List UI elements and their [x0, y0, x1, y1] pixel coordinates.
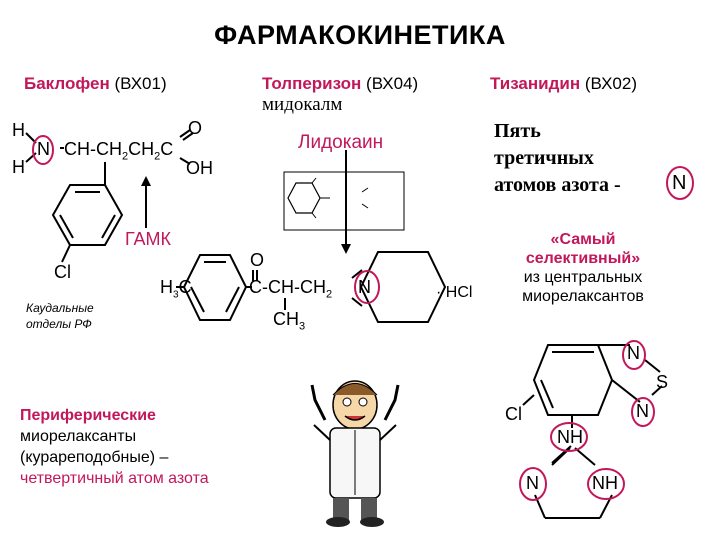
baclofen-name: Баклофен — [24, 74, 110, 93]
baclofen-o: O — [188, 118, 203, 138]
selective-note: «Самый селективный» из центральных миоре… — [522, 231, 644, 305]
header-tizanidine: Тизанидин (ВХ02) — [490, 74, 637, 94]
tizanidine-bond-s1 — [644, 359, 661, 373]
tizanidine-bond-s2 — [651, 385, 663, 396]
tizanidine-nh2-circle — [587, 468, 625, 500]
scientist-cartoon — [310, 380, 400, 527]
baclofen-bond-co2 — [182, 132, 194, 141]
tolperisone-chain: C-CH-CH2 — [249, 277, 333, 301]
piperidine-n-bond-down — [351, 297, 363, 307]
five-tertiary-n: N — [672, 172, 687, 194]
header-baclofen: Баклофен (ВХ01) — [24, 74, 167, 94]
tolperisone-n-circle — [354, 270, 380, 304]
lidocaine-arrow-head — [341, 244, 351, 254]
tizanidine-name: Тизанидин — [490, 74, 581, 93]
baclofen-bond-coh — [179, 157, 191, 165]
baclofen-n: N — [37, 139, 50, 159]
tolperisone-ring-db2 — [190, 286, 205, 313]
tizanidine-nh1: NH — [557, 427, 583, 447]
baclofen-chain: CH-CH2CH2C — [64, 139, 174, 163]
tizanidine-n1-circle — [622, 340, 646, 370]
tolperisone-h3c: H3C — [160, 277, 192, 301]
tolperisone-alias: мидокалм — [262, 94, 343, 115]
baclofen-ring-db3 — [101, 214, 116, 239]
tizanidine-s: S — [656, 372, 669, 392]
tizanidine-n2: N — [636, 401, 649, 421]
tizanidine-n3: N — [526, 473, 539, 493]
baclofen-h1: H — [12, 120, 25, 140]
tizanidine-ring-a-db2 — [540, 379, 554, 409]
five-n-circle — [666, 166, 694, 200]
tolperisone-ring — [182, 254, 248, 321]
baclofen-ring — [51, 184, 124, 246]
tolperisone-ring-db3 — [225, 286, 240, 313]
five-tertiary-note: Пять третичных атомов азота - — [494, 120, 621, 196]
tizanidine-bond-cl — [522, 394, 535, 406]
baclofen-code: (ВХ01) — [114, 74, 167, 93]
baclofen-h2: H — [12, 157, 25, 177]
tizanidine-ring-a — [532, 344, 614, 416]
peripheral-note: Периферические миорелаксанты (курареподо… — [20, 407, 209, 487]
header-tolperisone: Толперизон (ВХ04) — [262, 74, 418, 94]
lidocaine-box — [283, 171, 405, 231]
tizanidine-n3-circle — [519, 467, 547, 501]
gaba-label: ГАМК — [125, 229, 172, 249]
tolperisone-ch3: CH3 — [273, 309, 306, 333]
tizanidine-nh1-circle — [550, 422, 588, 452]
caudal-note: Каудальные отделы РФ — [26, 301, 94, 331]
piperidine-ring — [359, 251, 447, 323]
tizanidine-n2-circle — [631, 397, 655, 427]
tizanidine-cl: Cl — [505, 404, 522, 424]
baclofen-ring-db2 — [59, 214, 74, 239]
lidocaine-label: Лидокаин — [298, 132, 384, 153]
tizanidine-code: (ВХ02) — [584, 74, 638, 93]
tolperisone-o: O — [250, 250, 265, 270]
baclofen-n-circle — [32, 135, 54, 165]
baclofen-bond-cl — [61, 244, 71, 263]
tolperisone-hcl: · HCl — [436, 284, 473, 301]
piperidine-n-bond-up — [351, 269, 363, 279]
page-title: ФАРМАКОКИНЕТИКА — [214, 20, 506, 50]
tolperisone-name: Толперизон — [262, 74, 362, 93]
baclofen-bond-co — [179, 129, 191, 138]
baclofen-oh: OH — [186, 158, 213, 178]
tolperisone-n: N — [358, 277, 371, 297]
tizanidine-bond-n2 — [611, 379, 641, 403]
tizanidine-bond-ring-b2 — [574, 447, 596, 466]
baclofen-cl: Cl — [54, 262, 71, 282]
lidocaine-ring — [287, 182, 321, 214]
tolperisone-code: (ВХ04) — [366, 74, 419, 93]
gaba-arrow-head — [141, 176, 151, 186]
tizanidine-nh2: NH — [592, 473, 618, 493]
tizanidine-n1: N — [627, 343, 640, 363]
